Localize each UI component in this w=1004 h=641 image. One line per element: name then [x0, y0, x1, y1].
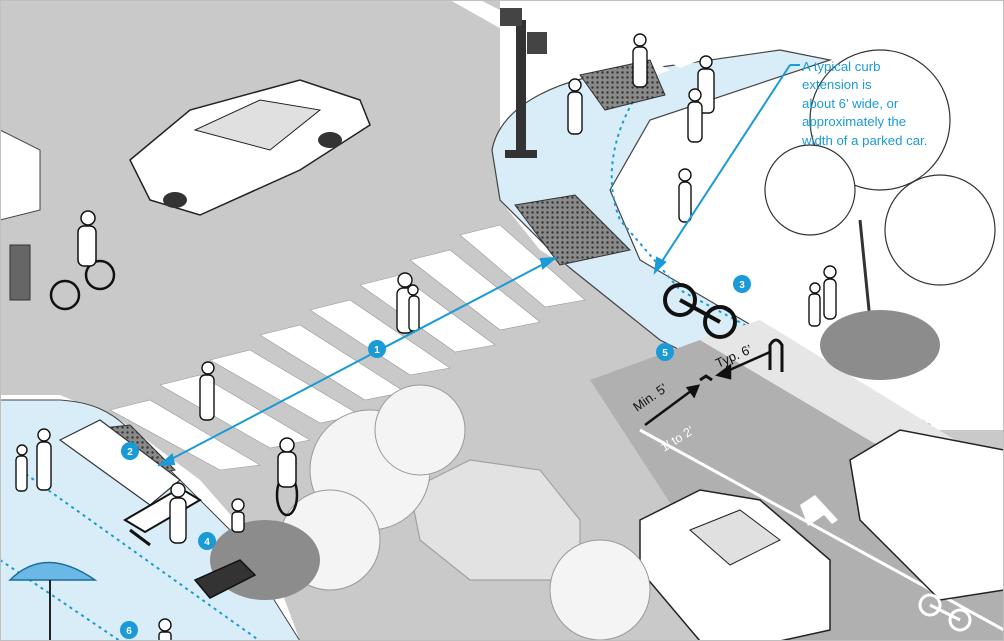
marker-3: 3 [733, 275, 751, 293]
marker-5: 5 [656, 343, 674, 361]
marker-6: 6 [120, 621, 138, 639]
curb-line-dashed-south-2 [0, 559, 121, 641]
callout-line: extension is [802, 77, 872, 93]
svg-text:1: 1 [374, 345, 380, 356]
curb-block [58, 419, 181, 506]
car-icon [849, 429, 1004, 601]
callout-line: A typical curb [802, 59, 881, 74]
sidewalk-west [0, 129, 41, 221]
callout-line: about 6’ wide, or [802, 95, 899, 111]
svg-text:2: 2 [127, 447, 133, 458]
tactile-ramp-north [514, 194, 632, 266]
pedestrian-icon [15, 33, 837, 641]
shrub [820, 310, 940, 380]
traffic-signal-icon [500, 8, 547, 158]
direction-arrow-icon [800, 495, 838, 526]
callout-line: approximately the [802, 114, 907, 130]
bike-symbol-icon [918, 593, 972, 632]
bike-lane [590, 340, 1004, 641]
crosswalk-main [109, 224, 586, 471]
marker-4: 4 [198, 532, 216, 550]
umbrella-icon [8, 561, 98, 641]
dimension-arrows [644, 350, 771, 427]
car-icon [129, 79, 371, 216]
tree-icon [549, 539, 651, 641]
bicycle-icon [49, 210, 116, 311]
arrowhead [156, 453, 176, 467]
car-icon [639, 489, 831, 641]
curb-extension-callout: A typical curb extension is about 6’ wid… [802, 58, 992, 150]
svg-text:3: 3 [739, 280, 745, 291]
callout-line: width of a parked car. [802, 132, 928, 148]
marker-1: 1 [368, 340, 386, 358]
bike-rack-icon [699, 374, 713, 382]
bicycle-icon [275, 437, 299, 517]
arrowhead [653, 256, 667, 275]
svg-text:4: 4 [204, 537, 210, 548]
min-dimension-line [644, 386, 696, 427]
bicycle-icon [663, 283, 737, 339]
curb-line-dashed-south [19, 469, 261, 641]
svg-text:5: 5 [662, 348, 668, 359]
arrowhead [539, 256, 559, 270]
typ-dimension-line [724, 350, 771, 374]
bench-icon [193, 559, 257, 599]
measurement-lines [156, 64, 800, 467]
marker-2: 2 [121, 442, 139, 460]
callout-leader-line [654, 64, 791, 273]
crossing-distance-line [159, 257, 556, 466]
traffic-signal-icon [9, 244, 31, 301]
svg-text:6: 6 [126, 626, 132, 637]
tree-icon [764, 49, 996, 321]
bike-rack-icon [768, 338, 784, 372]
